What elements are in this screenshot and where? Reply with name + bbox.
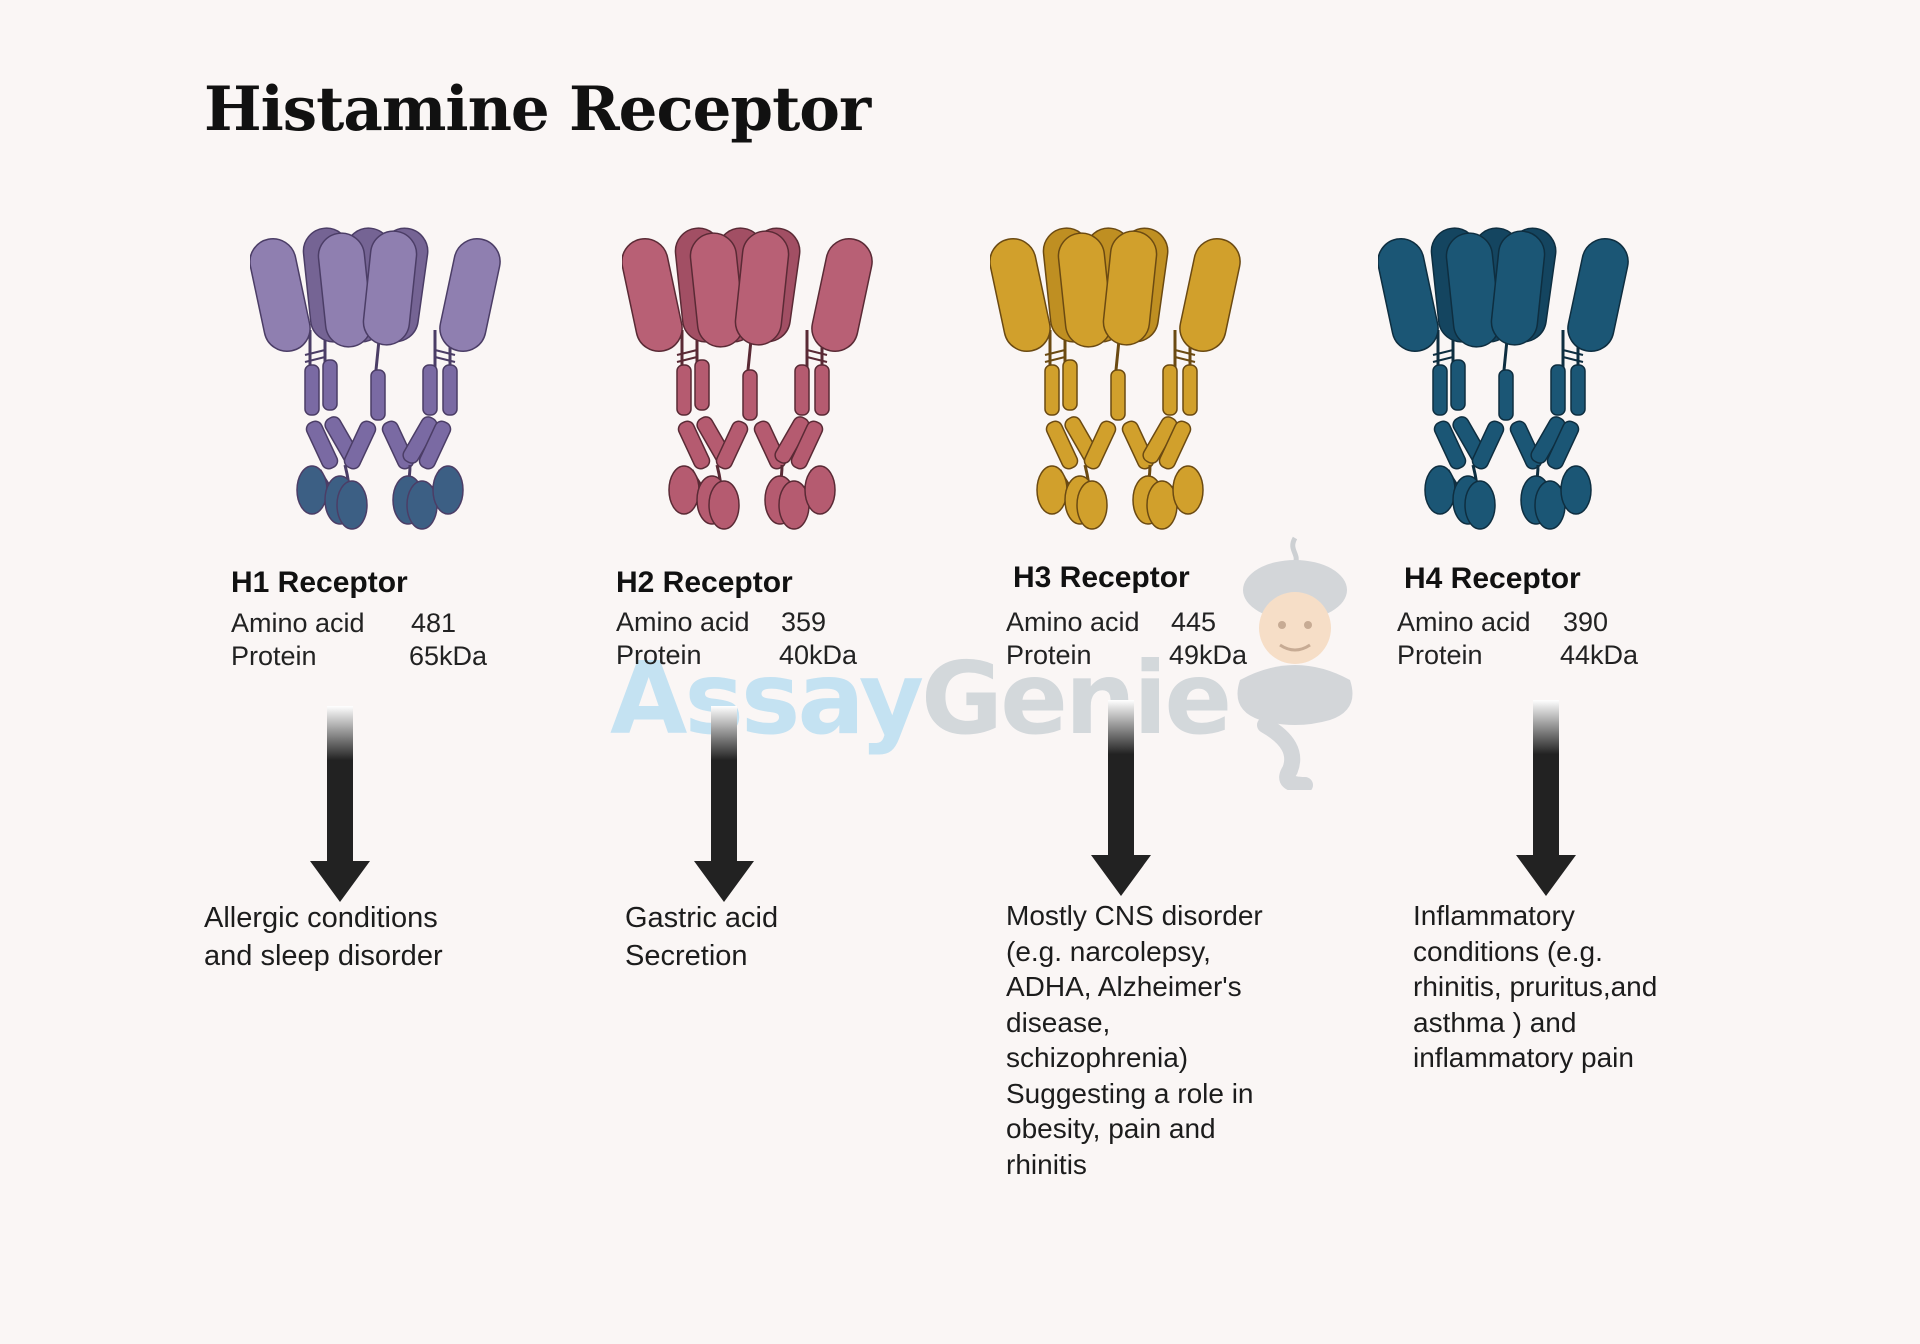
receptor-outcome: Allergic conditions and sleep disorder [204, 902, 443, 972]
amino-acid-row: Amino acid 445 [1006, 607, 1216, 638]
amino-acid-value: 445 [1171, 607, 1217, 637]
protein-row: Protein 49kDa [1006, 640, 1247, 671]
protein-row: Protein 40kDa [616, 640, 857, 671]
h1-receptor-structure-icon [250, 227, 501, 530]
receptor-outcome: Inflammatory conditions (e.g. rhinitis, … [1413, 900, 1658, 1073]
protein-label: Protein [231, 641, 317, 671]
protein-label: Protein [616, 640, 702, 670]
down-arrow-icon [310, 706, 370, 902]
protein-row: Protein 44kDa [1397, 640, 1638, 671]
amino-acid-label: Amino acid [1006, 607, 1140, 637]
protein-label: Protein [1397, 640, 1483, 670]
watermark-part1: Assay [610, 640, 924, 757]
h2-receptor-structure-icon [622, 227, 873, 530]
amino-acid-row: Amino acid 481 [231, 608, 456, 639]
receptor-name: H4 Receptor [1404, 562, 1581, 595]
receptor-name: H2 Receptor [616, 566, 793, 599]
protein-value: 65kDa [409, 641, 488, 671]
receptor-name: H3 Receptor [1013, 561, 1190, 594]
amino-acid-row: Amino acid 359 [616, 607, 826, 638]
page-title: Histamine Receptor [204, 74, 871, 145]
down-arrow-icon [1516, 700, 1576, 896]
amino-acid-value: 390 [1563, 607, 1609, 637]
assaygenie-watermark: AssayGenie [610, 536, 1370, 800]
receptor-outcome: Gastric acid Secretion [625, 902, 779, 972]
genie-mascot-icon [1237, 536, 1353, 790]
protein-value: 49kDa [1169, 640, 1248, 670]
amino-acid-value: 359 [781, 607, 827, 637]
amino-acid-row: Amino acid 390 [1397, 607, 1608, 638]
amino-acid-value: 481 [411, 608, 457, 638]
watermark-part2: Genie [921, 640, 1232, 757]
protein-value: 40kDa [779, 640, 858, 670]
protein-label: Protein [1006, 640, 1092, 670]
down-arrow-icon [1091, 700, 1151, 896]
down-arrow-icon [694, 706, 754, 902]
receptor-outcome: Mostly CNS disorder (e.g. narcolepsy, AD… [1006, 900, 1263, 1180]
watermark-logo-text: AssayGenie [610, 640, 1232, 757]
amino-acid-label: Amino acid [1397, 607, 1531, 637]
h4-receptor-structure-icon [1378, 227, 1629, 530]
protein-value: 44kDa [1560, 640, 1639, 670]
amino-acid-label: Amino acid [616, 607, 750, 637]
h3-receptor-structure-icon [990, 227, 1241, 530]
protein-row: Protein 65kDa [231, 641, 487, 672]
amino-acid-label: Amino acid [231, 608, 365, 638]
receptor-name: H1 Receptor [231, 566, 408, 599]
